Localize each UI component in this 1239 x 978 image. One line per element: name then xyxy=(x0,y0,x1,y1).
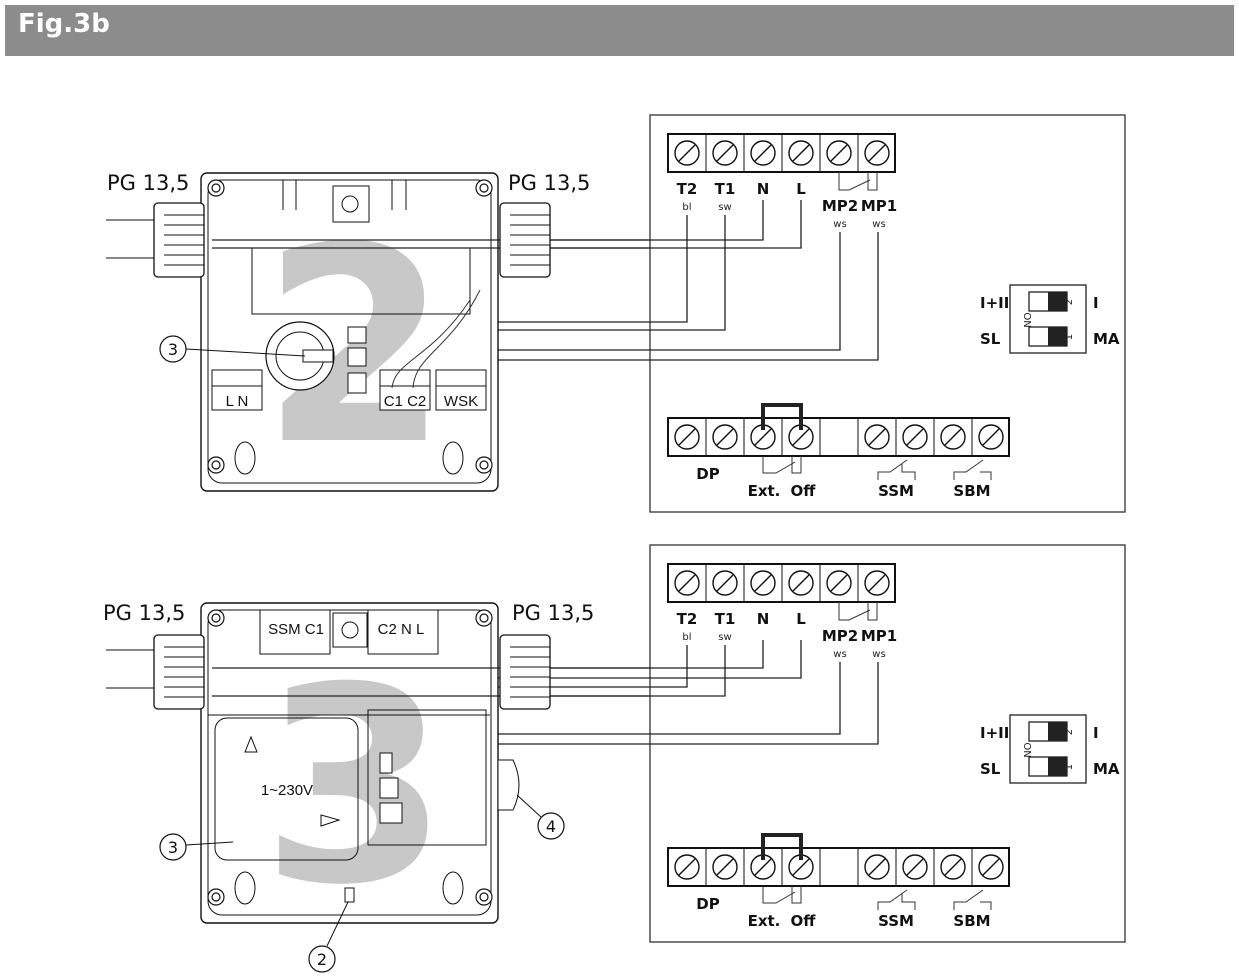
left-gland-label: PG 13,5 xyxy=(103,601,185,625)
terminal-label-t2: T2 xyxy=(677,610,698,628)
module-terminal-wsk: WSK xyxy=(444,393,478,410)
top-terminal-block-lower xyxy=(667,403,1010,480)
terminal-label-mp2: MP2 xyxy=(822,627,858,645)
bottom-terminal-block-upper xyxy=(667,563,896,621)
module-terminal-c2-n-l: C2 N L xyxy=(378,621,425,638)
dip-label-sl: SL xyxy=(980,760,1001,778)
bottom-module-housing: 3 xyxy=(200,602,650,944)
bottom-wiring-diagram: T2 bl T1 sw N L MP2 ws MP1 ws I+II SL I … xyxy=(103,544,1126,973)
callout-4-label: 4 xyxy=(546,817,556,836)
dip-label-ma: MA xyxy=(1093,330,1120,348)
terminal-label-t1: T1 xyxy=(715,180,736,198)
terminal-sub-mp1: ws xyxy=(872,649,885,660)
top-module-housing: 2 xyxy=(200,172,650,504)
top-wiring-diagram: T2 bl T1 sw N L MP2 ws MP1 ws I+II SL I … xyxy=(106,114,1126,513)
dip-label-i-plus-ii: I+II xyxy=(980,294,1009,312)
terminal-label-mp1: MP1 xyxy=(861,197,897,215)
dip-label-i-plus-ii: I+II xyxy=(980,724,1009,742)
right-gland-label: PG 13,5 xyxy=(508,171,590,195)
left-cable-gland-icon xyxy=(153,202,205,278)
terminal-sub-t1: sw xyxy=(718,632,731,643)
terminal-label-mp2: MP2 xyxy=(822,197,858,215)
right-cable-gland-icon xyxy=(499,202,551,278)
dip-switch-number-1: 1 xyxy=(1064,764,1075,770)
terminal-sub-mp2: ws xyxy=(833,649,846,660)
terminal-label-dp: DP xyxy=(696,465,719,483)
module-terminal-l-n: L N xyxy=(226,393,249,410)
terminal-label-sbm: SBM xyxy=(953,482,990,500)
left-gland-label: PG 13,5 xyxy=(107,171,189,195)
terminal-label-sbm: SBM xyxy=(953,912,990,930)
terminal-sub-t2: bl xyxy=(682,632,691,643)
top-dip-switch xyxy=(1009,284,1087,354)
dip-label-sl: SL xyxy=(980,330,1001,348)
terminal-label-mp1: MP1 xyxy=(861,627,897,645)
figure-title: Fig.3b xyxy=(18,9,110,39)
terminal-label-ssm: SSM xyxy=(878,482,914,500)
callout-3-label: 3 xyxy=(168,838,178,857)
bottom-terminal-block-lower xyxy=(667,833,1010,910)
callout-3-label: 3 xyxy=(168,340,178,359)
terminal-sub-t2: bl xyxy=(682,202,691,213)
bottom-dip-switch xyxy=(1009,714,1087,784)
callout-4-icon xyxy=(537,812,565,840)
terminal-sub-mp2: ws xyxy=(833,219,846,230)
terminal-label-off: Off xyxy=(791,482,817,500)
terminal-label-ext: Ext. xyxy=(748,912,781,930)
terminal-label-t2: T2 xyxy=(677,180,698,198)
terminal-label-l: L xyxy=(796,610,806,628)
dip-label-i: I xyxy=(1093,724,1099,742)
module-terminal-ssm-c1: SSM C1 xyxy=(268,621,324,638)
right-cable-gland-icon xyxy=(499,634,551,710)
callout-3-icon xyxy=(159,833,187,861)
top-terminal-block-upper xyxy=(667,133,896,191)
terminal-sub-mp1: ws xyxy=(872,219,885,230)
terminal-label-n: N xyxy=(757,180,770,198)
left-cable-gland-icon xyxy=(153,634,205,710)
dip-on-label: ON xyxy=(1021,312,1032,327)
dip-switch-number-2: 2 xyxy=(1064,729,1075,735)
callout-2-icon xyxy=(308,945,336,973)
figure-header-bar: Fig.3b xyxy=(5,5,1234,56)
module-terminal-c1-c2: C1 C2 xyxy=(384,393,427,410)
terminal-label-off: Off xyxy=(791,912,817,930)
terminal-label-ext: Ext. xyxy=(748,482,781,500)
top-connection-panel xyxy=(649,114,1126,513)
dip-switch-number-2: 2 xyxy=(1064,299,1075,305)
dip-on-label: ON xyxy=(1021,742,1032,757)
dip-switch-number-1: 1 xyxy=(1064,334,1075,340)
voltage-label: 1~230V xyxy=(261,782,313,799)
terminal-label-t1: T1 xyxy=(715,610,736,628)
dip-label-ma: MA xyxy=(1093,760,1120,778)
module-number-watermark: 3 xyxy=(261,629,449,944)
terminal-sub-t1: sw xyxy=(718,202,731,213)
terminal-label-l: L xyxy=(796,180,806,198)
terminal-label-dp: DP xyxy=(696,895,719,913)
terminal-label-n: N xyxy=(757,610,770,628)
dip-label-i: I xyxy=(1093,294,1099,312)
right-gland-label: PG 13,5 xyxy=(512,601,594,625)
callout-2-label: 2 xyxy=(317,950,327,969)
terminal-label-ssm: SSM xyxy=(878,912,914,930)
